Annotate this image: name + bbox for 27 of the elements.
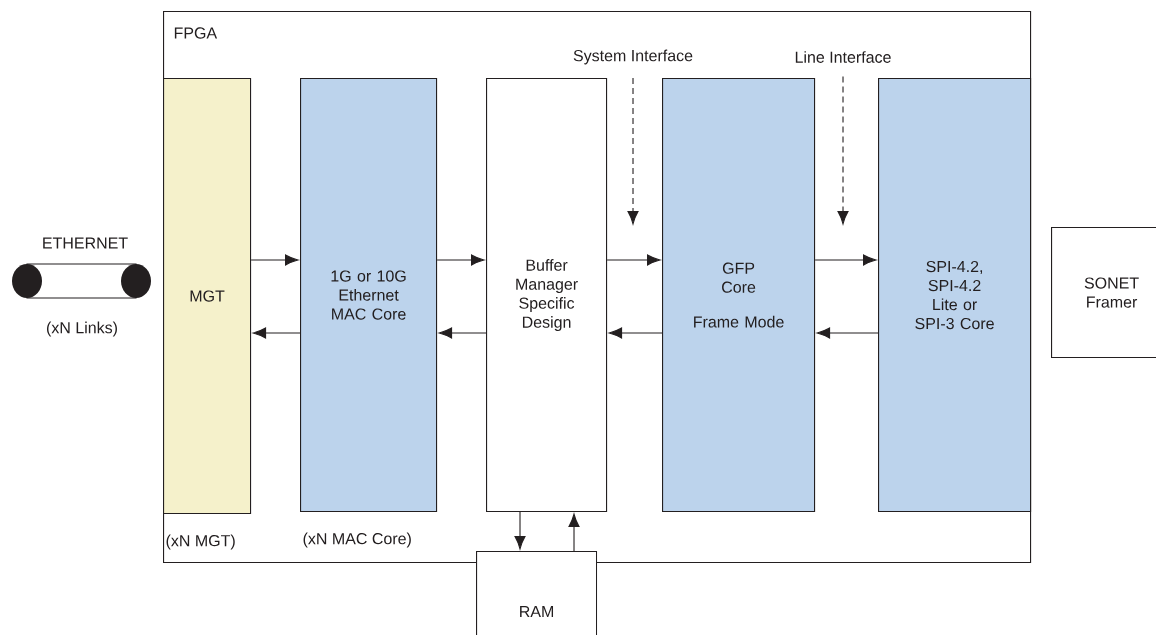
block-caption: (xN MAC Core)	[303, 532, 411, 548]
arrow	[837, 75, 849, 225]
interface-label: Line Interface	[795, 51, 891, 63]
cable-label: (xN Links)	[47, 321, 117, 337]
block-box: SONET Framer	[1051, 227, 1156, 359]
node-label: RAM	[520, 606, 554, 618]
arrow	[436, 254, 485, 266]
block-caption: (xN MGT)	[166, 534, 235, 550]
arrow	[252, 327, 301, 339]
arrow	[814, 254, 877, 266]
block-box: GFP Core Frame Mode	[662, 78, 816, 513]
block-box: Buffer Manager Specific Design	[486, 78, 608, 513]
arrow	[816, 327, 879, 339]
arrow	[438, 327, 487, 339]
block-box: MGT	[163, 78, 252, 515]
arrow	[568, 513, 580, 552]
arrow	[250, 254, 299, 266]
block-box: SPI-4.2, SPI-4.2 Lite or SPI-3 Core	[878, 78, 1032, 513]
arrow	[627, 77, 639, 225]
box-title: FPGA	[174, 27, 218, 39]
arrow	[608, 327, 663, 339]
block-box: RAM	[476, 551, 598, 635]
arrow	[514, 511, 526, 550]
interface-label: System Interface	[573, 49, 693, 65]
block-box: 1G or 10G Ethernet MAC Core	[300, 78, 438, 513]
cable-label: ETHERNET	[43, 237, 128, 249]
arrow	[606, 254, 661, 266]
